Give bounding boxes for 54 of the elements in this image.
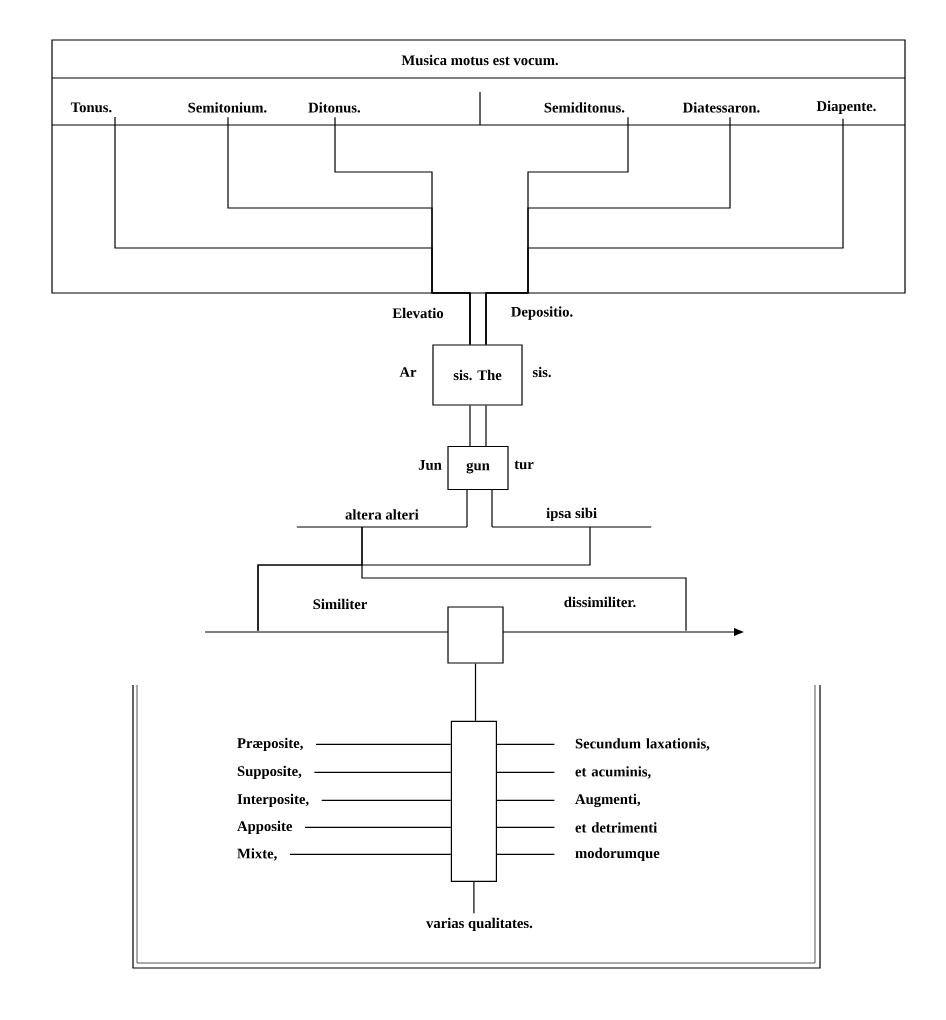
word-part: Jun: [418, 460, 442, 470]
word-label: Depositio.: [511, 306, 573, 320]
term-label: Ditonus.: [308, 102, 361, 113]
underlined-text: altera alteri: [296, 509, 468, 528]
list-item: Interposite,: [237, 793, 309, 808]
line-bar: [205, 628, 744, 636]
connector-line: [474, 663, 477, 722]
connector-line: [485, 405, 487, 447]
term-label: Semiditonus.: [544, 102, 625, 113]
heading: Musica motus est vocum.: [401, 54, 558, 66]
connector-line: [491, 489, 493, 528]
underlined-text: ipsa sibi: [491, 507, 652, 528]
term-label: Semitonium.: [188, 102, 267, 113]
word-label: Similiter: [313, 598, 367, 610]
connector-line: [289, 853, 452, 855]
word-label: dissimiliter.: [564, 596, 636, 608]
connector-line: [496, 853, 555, 855]
connector-line: [321, 799, 452, 801]
word-part: sis.: [532, 366, 551, 378]
connector-line: [496, 743, 555, 745]
list-item: Augmenti,: [575, 793, 641, 808]
connector-line: [466, 489, 468, 528]
empty-box: [450, 720, 497, 882]
connector-line: [334, 116, 471, 345]
list-item: Secundum laxationis,: [575, 738, 710, 751]
list-item: modorumque: [575, 847, 660, 862]
term-label: varias qualitates.: [426, 917, 533, 932]
term-label: Tonus.: [70, 102, 112, 113]
term-label: Diapente.: [816, 100, 876, 115]
list-item: et detrimenti: [575, 822, 658, 833]
word-label: Elevatio: [392, 307, 444, 319]
connector-line: [257, 526, 591, 632]
connector-line: [304, 826, 452, 828]
connector-line: [473, 881, 475, 914]
connector-line: [496, 771, 555, 773]
split-word-box: sis. The: [432, 344, 523, 406]
connector-line: [496, 799, 555, 801]
word-part: tur: [514, 460, 534, 470]
connector-line: [361, 526, 687, 632]
list-item: Supposite,: [237, 765, 302, 780]
list-item: Præposite,: [237, 737, 303, 752]
connector-line: [315, 743, 452, 745]
word-part: Ar: [399, 367, 417, 377]
list-item: et acuminis,: [575, 766, 651, 779]
connector-line: [485, 118, 844, 345]
connector-line: [496, 826, 555, 828]
list-item: Mixte,: [237, 848, 277, 861]
connector-line: [469, 405, 471, 447]
list-item: Apposite: [237, 820, 293, 835]
term-label: Diatessaron.: [682, 102, 760, 113]
split-word-box: gun: [447, 445, 509, 491]
empty-box: [447, 606, 504, 664]
connector-line: [313, 771, 452, 773]
open-frame: [132, 684, 821, 969]
